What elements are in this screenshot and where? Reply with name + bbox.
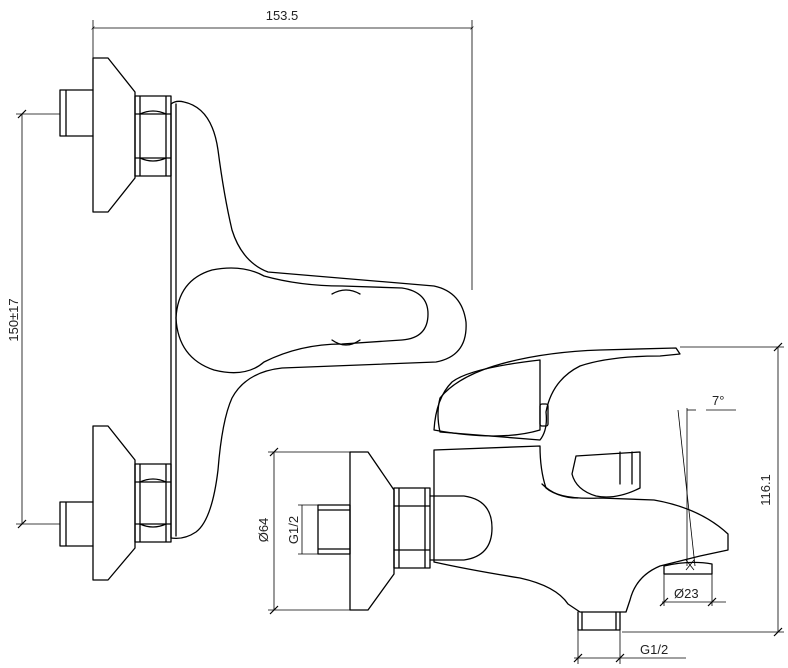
dimension-center-distance: 150±17 [6, 109, 60, 529]
top-flange [92, 57, 136, 213]
bottom-inlet-pipe [59, 501, 94, 547]
dimension-height-label: 116.1 [758, 474, 773, 506]
bottom-outlet [577, 611, 621, 631]
side-connector [429, 495, 493, 561]
mixer-body [170, 100, 467, 540]
side-lever-handle [437, 347, 681, 441]
dimension-outlet-thread: G1/2 [573, 630, 686, 664]
bottom-hex-nut [134, 463, 172, 543]
dimension-inlet-thread-label: G1/2 [286, 516, 301, 544]
dimension-width-label: 153.5 [266, 8, 299, 23]
front-view [59, 57, 467, 581]
dimension-outlet-thread-label: G1/2 [640, 642, 668, 657]
side-view: Ø64 G1/2 [256, 342, 784, 664]
spray-angle: 7° [677, 393, 736, 571]
lever-handle [175, 267, 429, 374]
spout-aerator [663, 561, 713, 575]
side-flange [349, 451, 395, 611]
dimension-aerator: Ø23 [659, 574, 726, 607]
cartridge-cap [433, 359, 541, 437]
side-hex-nut [393, 487, 431, 569]
dimension-height: 116.1 [622, 342, 784, 637]
spray-angle-label: 7° [712, 393, 724, 408]
bottom-flange [92, 425, 136, 581]
dimension-center-distance-label: 150±17 [6, 298, 21, 341]
dimension-width: 153.5 [91, 8, 474, 290]
diverter-knob [571, 451, 641, 498]
dimension-aerator-label: Ø23 [674, 586, 699, 601]
top-inlet-pipe [59, 89, 94, 137]
inlet-thread [317, 504, 351, 555]
top-hex-nut [134, 95, 172, 177]
dimension-flange-diameter-label: Ø64 [256, 518, 271, 543]
